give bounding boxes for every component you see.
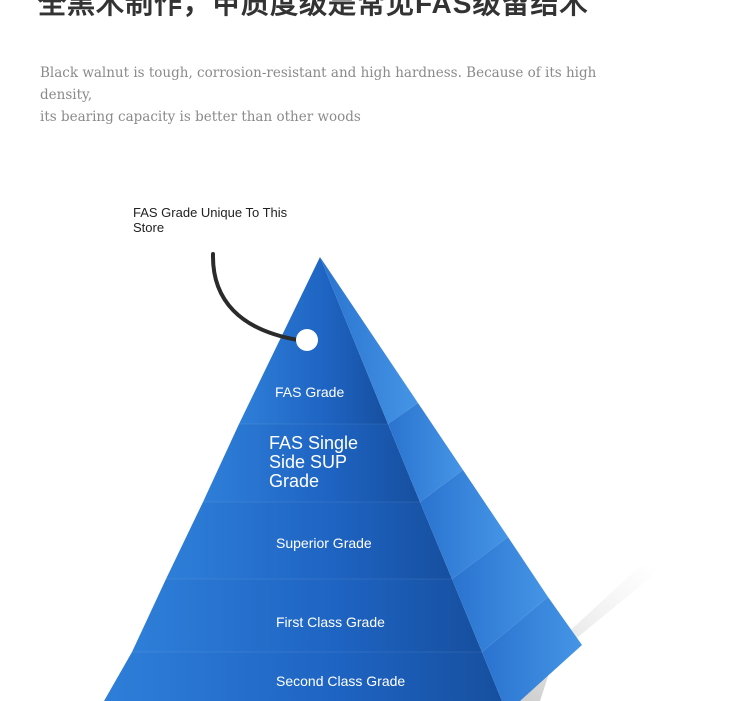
tier-5-front — [104, 652, 502, 701]
tier-label-superior-grade: Superior Grade — [276, 535, 372, 551]
callout-dot — [296, 329, 318, 351]
tier-4-side — [452, 537, 548, 652]
tier-2-front — [203, 424, 420, 502]
tier-4-front — [132, 579, 482, 652]
tier-2-side — [388, 403, 463, 502]
tier-label-second-class-grade: Second Class Grade — [276, 673, 406, 689]
tier-3-side — [420, 470, 508, 579]
description-line-1: Black walnut is tough, corrosion-resista… — [40, 65, 597, 103]
pyramid-shadow — [500, 566, 662, 701]
page-heading: 全黑木制作，甲质度级是常见FAS级留结木 — [38, 0, 589, 19]
tier-5-side — [482, 597, 582, 701]
tier-label-fas-single-side-sup-grade: FAS Single Side SUP Grade — [269, 433, 359, 491]
tier-label-first-class-grade: First Class Grade — [276, 614, 385, 630]
callout-curve — [210, 252, 300, 342]
description-line-2: its bearing capacity is better than othe… — [40, 109, 361, 125]
tier-3-front — [166, 502, 452, 579]
tier-1-side — [320, 257, 418, 424]
callout-label: FAS Grade Unique To This Store — [133, 205, 288, 235]
tier-label-fas-grade: FAS Grade — [275, 384, 345, 400]
description-text: Black walnut is tough, corrosion-resista… — [40, 62, 600, 128]
